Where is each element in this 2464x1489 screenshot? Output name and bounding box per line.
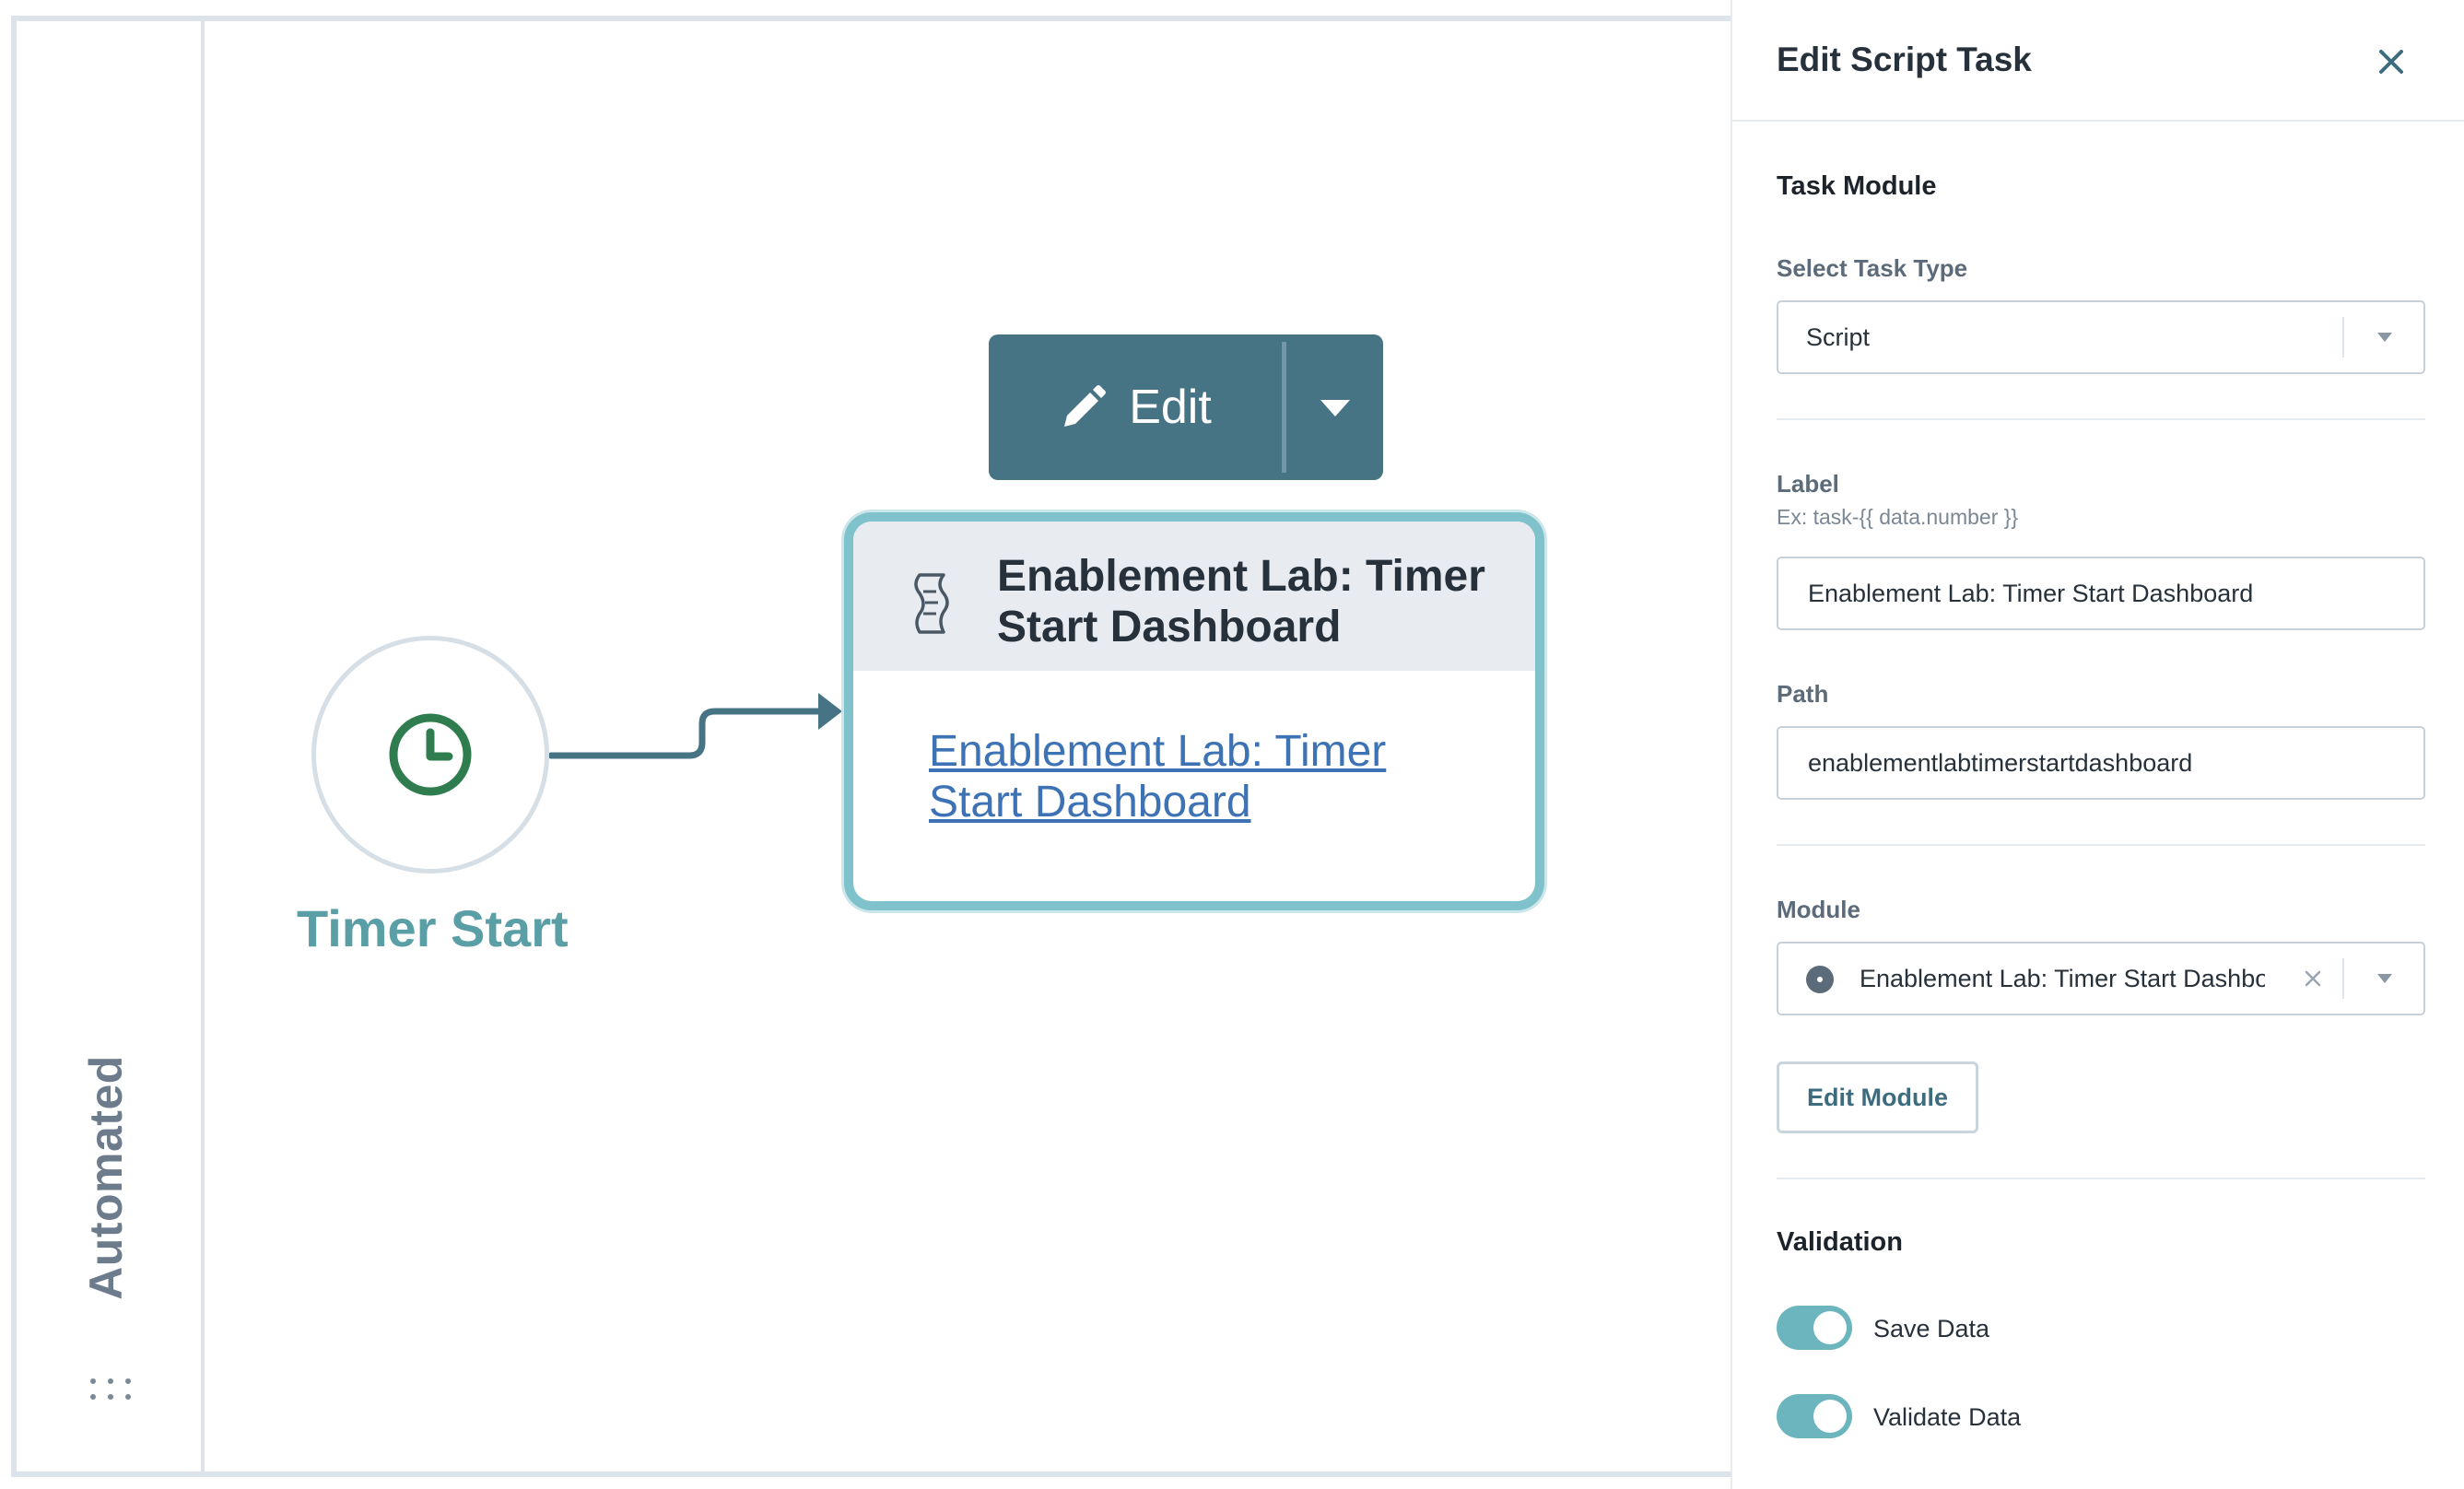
close-button[interactable] <box>2368 39 2414 85</box>
path-field-label: Path <box>1777 680 1829 708</box>
close-icon <box>2379 50 2403 74</box>
pencil-icon <box>1064 385 1107 427</box>
timer-start-event[interactable] <box>311 636 549 873</box>
chevron-down-icon <box>2344 302 2425 372</box>
label-input[interactable] <box>1777 557 2425 630</box>
task-type-label: Select Task Type <box>1777 254 1968 282</box>
task-node-header: Enablement Lab: Timer Start Dashboard <box>853 522 1535 671</box>
edit-options-dropdown[interactable] <box>1286 334 1383 480</box>
task-module-section-title: Task Module <box>1777 171 1937 201</box>
select-separator <box>2342 317 2344 358</box>
timer-start-label: Timer Start <box>297 899 569 957</box>
chevron-down-icon <box>2344 944 2425 1014</box>
section-divider <box>1777 1178 2425 1179</box>
edit-toolbar-separator <box>1282 342 1286 473</box>
validation-section-title: Validation <box>1777 1227 1903 1257</box>
task-node-title: Enablement Lab: Timer Start Dashboard <box>997 552 1485 651</box>
task-node-link[interactable]: Enablement Lab: Timer Start Dashboard <box>929 727 1387 827</box>
edit-button[interactable]: Edit <box>989 334 1282 480</box>
edit-button-label: Edit <box>1129 381 1212 434</box>
select-separator <box>2342 958 2344 999</box>
section-divider <box>1777 844 2425 846</box>
node-edit-toolbar: Edit <box>989 334 1383 480</box>
toggle-knob <box>1813 1400 1847 1433</box>
process-canvas[interactable]: Automated Timer Start Edit <box>0 0 1731 1489</box>
module-icon <box>1806 966 1834 993</box>
swimlane-divider <box>201 16 205 1477</box>
sequence-flow-connector[interactable] <box>0 0 1731 1489</box>
script-icon <box>914 573 949 634</box>
section-divider <box>1777 418 2425 420</box>
label-field-hint: Ex: task-{{ data.number }} <box>1777 505 2019 529</box>
path-input[interactable] <box>1777 726 2425 800</box>
save-data-label: Save Data <box>1873 1315 1990 1342</box>
task-type-select[interactable]: Script <box>1777 300 2425 374</box>
caret-down-icon <box>1320 400 1350 416</box>
swimlane-drag-handle-icon[interactable] <box>85 1373 136 1404</box>
validate-data-label: Validate Data <box>1873 1403 2022 1431</box>
script-task-node[interactable]: Enablement Lab: Timer Start Dashboard En… <box>844 512 1544 910</box>
swimlane-frame <box>11 16 1731 1477</box>
clear-icon <box>2305 970 2321 987</box>
toggle-knob <box>1813 1311 1847 1344</box>
clock-icon <box>389 713 472 796</box>
module-value: Enablement Lab: Timer Start Dashboard <box>1860 965 2265 992</box>
edit-module-button[interactable]: Edit Module <box>1777 1061 1978 1133</box>
panel-header: Edit Script Task <box>1732 0 2464 122</box>
save-data-toggle[interactable] <box>1777 1306 1852 1350</box>
label-field-label: Label <box>1777 470 1839 498</box>
module-select[interactable]: Enablement Lab: Timer Start Dashboard <box>1777 942 2425 1015</box>
task-type-value: Script <box>1806 323 1871 351</box>
panel-title: Edit Script Task <box>1777 41 2032 78</box>
edit-script-task-panel: Edit Script Task Task Module Select Task… <box>1731 0 2464 1489</box>
module-field-label: Module <box>1777 896 1860 923</box>
validate-data-toggle[interactable] <box>1777 1394 1852 1438</box>
clear-module-button[interactable] <box>2294 960 2331 997</box>
